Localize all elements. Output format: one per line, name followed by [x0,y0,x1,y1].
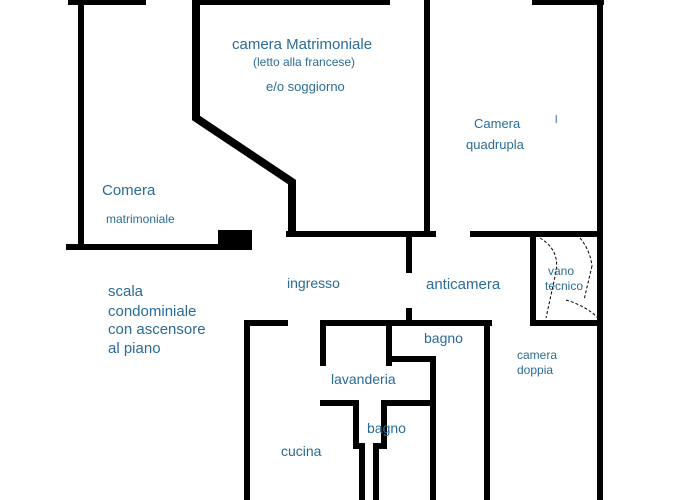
camera-doppia-line1: camera [517,348,557,362]
bagno-2-right-wall [373,400,387,500]
ingresso-label: ingresso [287,275,340,291]
wall-stub-lower [406,308,412,324]
wall-stub-upper [406,237,412,273]
lavanderia-right-wall [386,320,392,366]
bagno-1-bottom-wall [392,356,434,362]
scala-line3: con ascensore [108,321,206,338]
diagonal-wall [192,0,296,234]
comera-matrimoniale-line1: Comera [102,182,156,199]
bagno-1-right-wall [430,356,436,500]
scala-line1: scala [108,283,144,300]
anticamera-label: anticamera [426,276,501,293]
vano-tecnico-door-swings [539,237,599,319]
vano-tecnico-bottom-wall [530,320,600,326]
room-labels: camera Matrimoniale (letto alla francese… [102,36,583,459]
scala-line4: al piano [108,340,161,357]
vano-tecnico-line1: vano [548,264,574,278]
column-block [218,230,252,250]
lavanderia-bottom-wall-left [320,400,356,406]
bagno-1-label: bagno [424,330,463,346]
corridor-wall-center [286,231,436,237]
camera-matrimoniale-title: camera Matrimoniale [232,36,372,53]
kitchen-top-wall-left [244,320,288,326]
camera-quadrupla-line1: Camera [474,116,521,131]
vano-tecnico-line2: tecnico [545,279,583,293]
kitchen-left-wall [244,320,250,500]
left-outer-wall [78,0,84,250]
bagno-2-left-wall [353,400,365,500]
kitchen-top-wall-right [322,320,492,326]
camera-quadrupla-line2: quadrupla [466,137,525,152]
cucina-label: cucina [281,443,322,459]
lavanderia-bottom-wall-right [384,400,434,406]
vano-tecnico-left-wall [530,234,536,326]
right-outer-wall [597,0,603,500]
corridor-wall-left [66,244,246,250]
comera-matrimoniale-line2: matrimoniale [106,212,175,226]
top-wall-middle [192,0,390,5]
camera-doppia-left-wall [484,320,490,500]
lavanderia-left-wall [320,320,326,366]
camera-matrimoniale-note: (letto alla francese) [253,55,355,69]
lavanderia-label: lavanderia [331,371,396,387]
walls [66,0,604,500]
bagno-2-label: bagno [367,420,406,436]
partition-wall-upper [424,0,430,236]
camera-doppia-line2: doppia [517,363,553,377]
scala-line2: condominiale [108,303,196,320]
top-wall-right [532,0,604,5]
camera-quadrupla-mark: l [555,114,557,126]
top-wall-left [68,0,146,5]
camera-matrimoniale-alt: e/o soggiorno [266,79,345,94]
